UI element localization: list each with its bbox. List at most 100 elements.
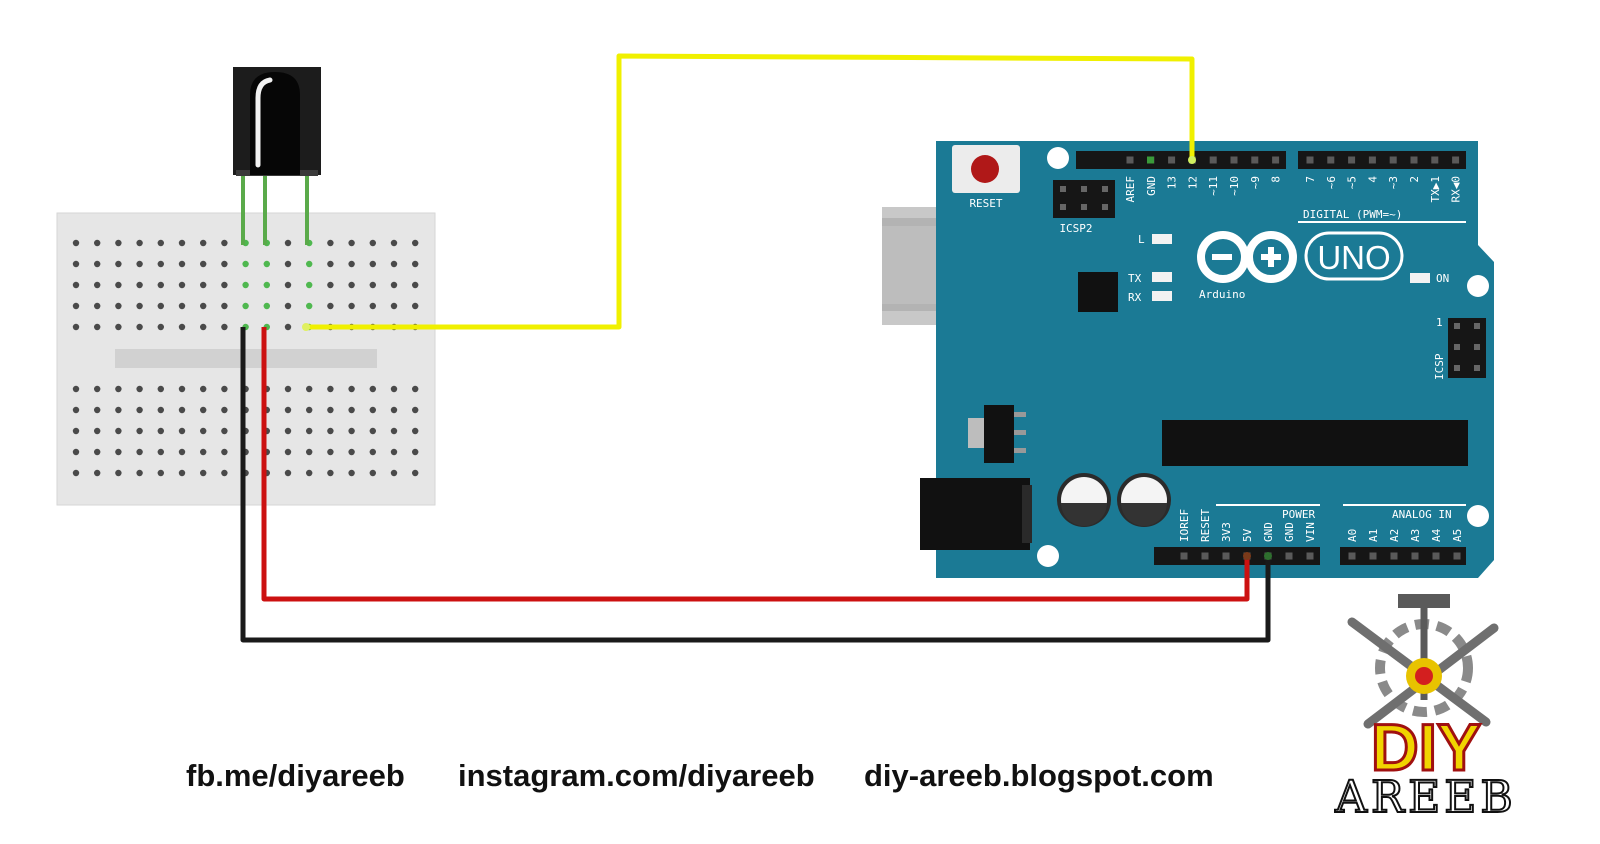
header-pin[interactable]	[1432, 552, 1440, 560]
header-pin[interactable]	[1251, 156, 1259, 164]
gnd-pin-highlight	[1147, 156, 1154, 164]
pin-label: IOREF	[1178, 509, 1191, 542]
breadboard-hole	[200, 469, 207, 477]
pin-label: ~6	[1325, 176, 1338, 189]
pin-label: 8	[1270, 176, 1283, 183]
breadboard-hole	[72, 302, 80, 310]
header-pin[interactable]	[1306, 552, 1314, 560]
breadboard-hole	[94, 448, 101, 456]
breadboard-hole	[200, 281, 207, 289]
header-pin[interactable]	[1209, 156, 1217, 164]
icsp2-label: ICSP2	[1059, 222, 1092, 235]
header-pin[interactable]	[1327, 156, 1335, 164]
breadboard-hole	[115, 427, 122, 435]
header-pin[interactable]	[1411, 552, 1419, 560]
breadboard-hole	[306, 260, 313, 268]
breadboard-hole	[284, 281, 292, 289]
breadboard-hole	[284, 302, 292, 310]
breadboard-hole	[178, 427, 186, 435]
breadboard-hole	[94, 239, 101, 247]
pin-label: ~5	[1346, 176, 1359, 189]
breadboard-hole	[178, 260, 186, 268]
footer-blog-link[interactable]: diy-areeb.blogspot.com	[864, 758, 1214, 793]
header-pin[interactable]	[1431, 156, 1439, 164]
header-pin[interactable]	[1222, 552, 1230, 560]
breadboard-hole	[221, 323, 228, 331]
breadboard-hole	[221, 302, 228, 310]
breadboard-hole	[369, 302, 376, 310]
header-pin[interactable]	[1168, 156, 1176, 164]
footer-instagram-link[interactable]: instagram.com/diyareeb	[458, 758, 815, 793]
capacitor-2	[1117, 473, 1171, 527]
breadboard-hole	[412, 302, 419, 310]
ir-receiver-sensor	[233, 67, 321, 245]
breadboard-hole	[72, 260, 80, 268]
icsp-label: ICSP	[1433, 353, 1446, 380]
breadboard-hole	[157, 239, 164, 247]
header-pin[interactable]	[1452, 156, 1460, 164]
header-pin[interactable]	[1389, 156, 1397, 164]
breadboard-hole	[221, 427, 228, 435]
pin-label: 12	[1186, 176, 1199, 189]
breadboard-hole	[157, 260, 164, 268]
breadboard-hole	[115, 469, 122, 477]
header-pin[interactable]	[1230, 156, 1238, 164]
breadboard-hole	[412, 469, 419, 477]
breadboard-hole	[327, 385, 334, 393]
header-pin[interactable]	[1368, 156, 1376, 164]
header-pin[interactable]	[1453, 552, 1461, 560]
breadboard-hole	[115, 239, 122, 247]
breadboard-hole	[284, 406, 292, 414]
pin-label: A4	[1430, 528, 1443, 542]
reset-button-cap[interactable]	[971, 155, 999, 183]
breadboard-hole	[136, 427, 143, 435]
breadboard-hole	[178, 323, 186, 331]
pin-label: TX▶1	[1429, 176, 1442, 203]
header-pin[interactable]	[1306, 156, 1314, 164]
breadboard-hole	[157, 385, 164, 393]
ir-sensor-leg-1	[241, 165, 245, 245]
header-pin[interactable]	[1348, 552, 1356, 560]
breadboard-hole	[348, 427, 355, 435]
header-pin[interactable]	[1272, 156, 1280, 164]
on-led	[1410, 273, 1430, 283]
pin-label: 3V3	[1220, 522, 1233, 542]
breadboard-hole	[369, 427, 376, 435]
breadboard-hole	[327, 260, 334, 268]
breadboard-hole	[369, 260, 376, 268]
breadboard-hole	[200, 302, 207, 310]
pin-label: 13	[1166, 176, 1179, 189]
arduino-logo	[1197, 231, 1298, 283]
breadboard-hole	[94, 385, 101, 393]
uno-text: UNO	[1317, 239, 1390, 276]
header-pin[interactable]	[1410, 156, 1418, 164]
breadboard-hole	[327, 281, 334, 289]
breadboard-hole	[263, 260, 270, 268]
signal-wire-pin12-end	[1188, 156, 1196, 164]
tx-led	[1152, 272, 1172, 282]
breadboard-hole	[72, 406, 80, 414]
breadboard-hole	[348, 260, 355, 268]
breadboard-hole	[178, 385, 186, 393]
breadboard-hole	[115, 323, 122, 331]
signal-wire-end	[302, 323, 310, 331]
header-pin[interactable]	[1285, 552, 1293, 560]
breadboard-hole	[221, 448, 228, 456]
header-pin[interactable]	[1180, 552, 1188, 560]
l-led-label: L	[1138, 233, 1145, 246]
breadboard-hole	[284, 323, 292, 331]
pin-label: 4	[1366, 176, 1379, 183]
breadboard-hole	[136, 281, 143, 289]
breadboard-hole	[221, 260, 228, 268]
header-pin[interactable]	[1348, 156, 1356, 164]
header-pin[interactable]	[1369, 552, 1377, 560]
breadboard-hole	[94, 281, 101, 289]
breadboard-hole	[412, 385, 419, 393]
header-pin[interactable]	[1201, 552, 1209, 560]
header-pin[interactable]	[1126, 156, 1134, 164]
header-pin[interactable]	[1390, 552, 1398, 560]
breadboard-hole	[178, 239, 186, 247]
footer-facebook-link[interactable]: fb.me/diyareeb	[186, 758, 405, 793]
breadboard-hole	[178, 406, 186, 414]
rx-led-label: RX	[1128, 291, 1142, 304]
